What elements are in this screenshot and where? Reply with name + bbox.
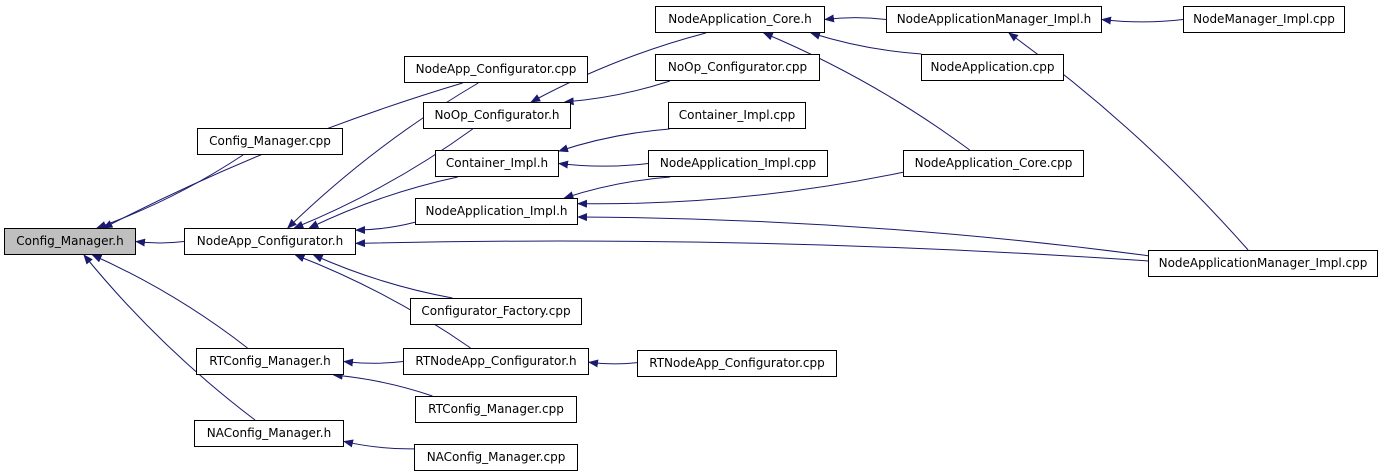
node-nodeapplicationmanager-impl-cpp[interactable]: NodeApplicationManager_Impl.cpp: [1148, 250, 1378, 277]
edge-n_na_impl_cpp-to-n_na_impl_h: [563, 176, 671, 200]
edge-n_nm_cpp-to-n_nam_h: [1101, 16, 1184, 25]
node-nodeapp-configurator-cpp[interactable]: NodeApp_Configurator.cpp: [404, 56, 588, 83]
edge-n_rtnac_h-to-n_nac_h: [294, 254, 471, 349]
node-label: Container_Impl.cpp: [678, 108, 796, 122]
node-label: RTConfig_Manager.cpp: [428, 402, 564, 416]
edge-n_nac_cpp-to-n_nac_h: [287, 82, 479, 229]
edge-n_core_h-to-n_noop_h: [530, 32, 706, 103]
node-nodemanager-impl-cpp[interactable]: NodeManager_Impl.cpp: [1183, 6, 1345, 33]
node-label: RTConfig_Manager.h: [209, 354, 331, 368]
node-container-impl-cpp[interactable]: Container_Impl.cpp: [668, 102, 806, 129]
node-label: NAConfig_Manager.cpp: [426, 450, 566, 464]
edge-n_noop_cpp-to-n_noop_h: [563, 80, 671, 106]
edge-n_nacfg_cpp-to-n_nacfg_h: [343, 439, 415, 450]
edge-n_na_cpp-to-n_core_h: [810, 31, 922, 55]
node-label: NodeApp_Configurator.cpp: [415, 62, 577, 76]
edge-n_cf_cpp-to-n_nac_h: [312, 254, 453, 299]
node-nodeapplication-impl-cpp[interactable]: NodeApplication_Impl.cpp: [648, 150, 828, 177]
node-label: NoOp_Configurator.cpp: [667, 60, 808, 74]
edge-n_nacfg_h-to-n_cfg_h: [83, 254, 256, 421]
edge-n_cfg_cpp-to-n_cfg_h: [96, 154, 244, 229]
node-label: NodeApplication_Core.cpp: [914, 156, 1073, 170]
node-label: Container_Impl.h: [445, 156, 549, 170]
node-label: Configurator_Factory.cpp: [421, 304, 571, 318]
node-nodeapplication-cpp[interactable]: NodeApplication.cpp: [921, 54, 1064, 81]
node-config-manager-h[interactable]: Config_Manager.h: [4, 228, 136, 255]
node-nodeapplication-core-cpp[interactable]: NodeApplication_Core.cpp: [903, 150, 1084, 177]
node-configurator-factory-cpp[interactable]: Configurator_Factory.cpp: [410, 298, 582, 325]
edge-n_cont_cpp-to-n_cont_h: [558, 128, 670, 153]
node-label: RTNodeApp_Configurator.h: [415, 354, 577, 368]
node-noop-configurator-cpp[interactable]: NoOp_Configurator.cpp: [655, 54, 820, 81]
edge-n_rtnac_h-to-n_rtc_h: [343, 358, 404, 367]
edge-n_cont_h-to-n_nac_h: [308, 176, 458, 229]
dependency-edges: [83, 14, 1249, 450]
node-config-manager-cpp[interactable]: Config_Manager.cpp: [197, 128, 343, 155]
node-rtconfig-manager-h[interactable]: RTConfig_Manager.h: [196, 348, 344, 375]
edge-n_nac_h-to-n_cfg_h: [135, 238, 185, 247]
node-nodeapplication-impl-h[interactable]: NodeApplication_Impl.h: [415, 198, 578, 225]
edge-n_nam_cpp-to-n_na_impl_h: [577, 213, 1149, 257]
node-naconfig-manager-h[interactable]: NAConfig_Manager.h: [194, 420, 344, 447]
edge-n_core_cpp-to-n_na_impl_h: [577, 171, 904, 208]
node-rtconfig-manager-cpp[interactable]: RTConfig_Manager.cpp: [415, 396, 577, 423]
node-rtnodeapp-configurator-h[interactable]: RTNodeApp_Configurator.h: [403, 348, 589, 375]
node-nodeapplication-core-h[interactable]: NodeApplication_Core.h: [655, 6, 825, 33]
node-naconfig-manager-cpp[interactable]: NAConfig_Manager.cpp: [414, 444, 578, 471]
node-label: NAConfig_Manager.h: [206, 426, 332, 440]
node-label: Config_Manager.cpp: [209, 134, 331, 148]
node-label: NodeApplication_Impl.h: [425, 204, 568, 218]
edge-n_noop_h-to-n_nac_h: [293, 128, 473, 229]
node-rtnodeapp-configurator-cpp[interactable]: RTNodeApp_Configurator.cpp: [637, 350, 837, 377]
node-nodeapp-configurator-h[interactable]: NodeApp_Configurator.h: [184, 228, 356, 255]
edge-n_rtnac_cpp-to-n_rtnac_h: [588, 359, 638, 368]
node-noop-configurator-h[interactable]: NoOp_Configurator.h: [423, 102, 571, 129]
edge-n_nam_h-to-n_core_h: [824, 14, 887, 23]
edge-n_rtc_h-to-n_cfg_h: [91, 254, 248, 349]
node-label: NodeApp_Configurator.h: [196, 234, 344, 248]
edge-n_rtc_cpp-to-n_rtc_h: [332, 371, 433, 397]
edge-n_core_cpp-to-n_core_h: [762, 32, 971, 151]
edge-n_na_impl_cpp-to-n_cont_h: [558, 160, 649, 169]
node-label: NodeApplication.cpp: [930, 60, 1055, 74]
node-container-impl-h[interactable]: Container_Impl.h: [435, 150, 559, 177]
edge-n_na_impl_h-to-n_nac_h: [355, 221, 416, 234]
node-label: NodeApplicationManager_Impl.h: [896, 12, 1092, 26]
node-label: NodeApplication_Core.h: [668, 12, 812, 26]
node-nodeapplicationmanager-impl-h[interactable]: NodeApplicationManager_Impl.h: [886, 6, 1102, 33]
edge-n_nam_cpp-to-n_nac_h: [355, 239, 1149, 262]
edge-n_nac_cpp-to-n_cfg_h: [102, 82, 463, 229]
node-label: RTNodeApp_Configurator.cpp: [649, 356, 825, 370]
node-label: NodeManager_Impl.cpp: [1193, 12, 1335, 26]
node-label: NoOp_Configurator.h: [434, 108, 560, 122]
node-label: Config_Manager.h: [16, 234, 124, 248]
node-label: NodeApplicationManager_Impl.cpp: [1158, 256, 1368, 270]
node-label: NodeApplication_Impl.cpp: [659, 156, 817, 170]
